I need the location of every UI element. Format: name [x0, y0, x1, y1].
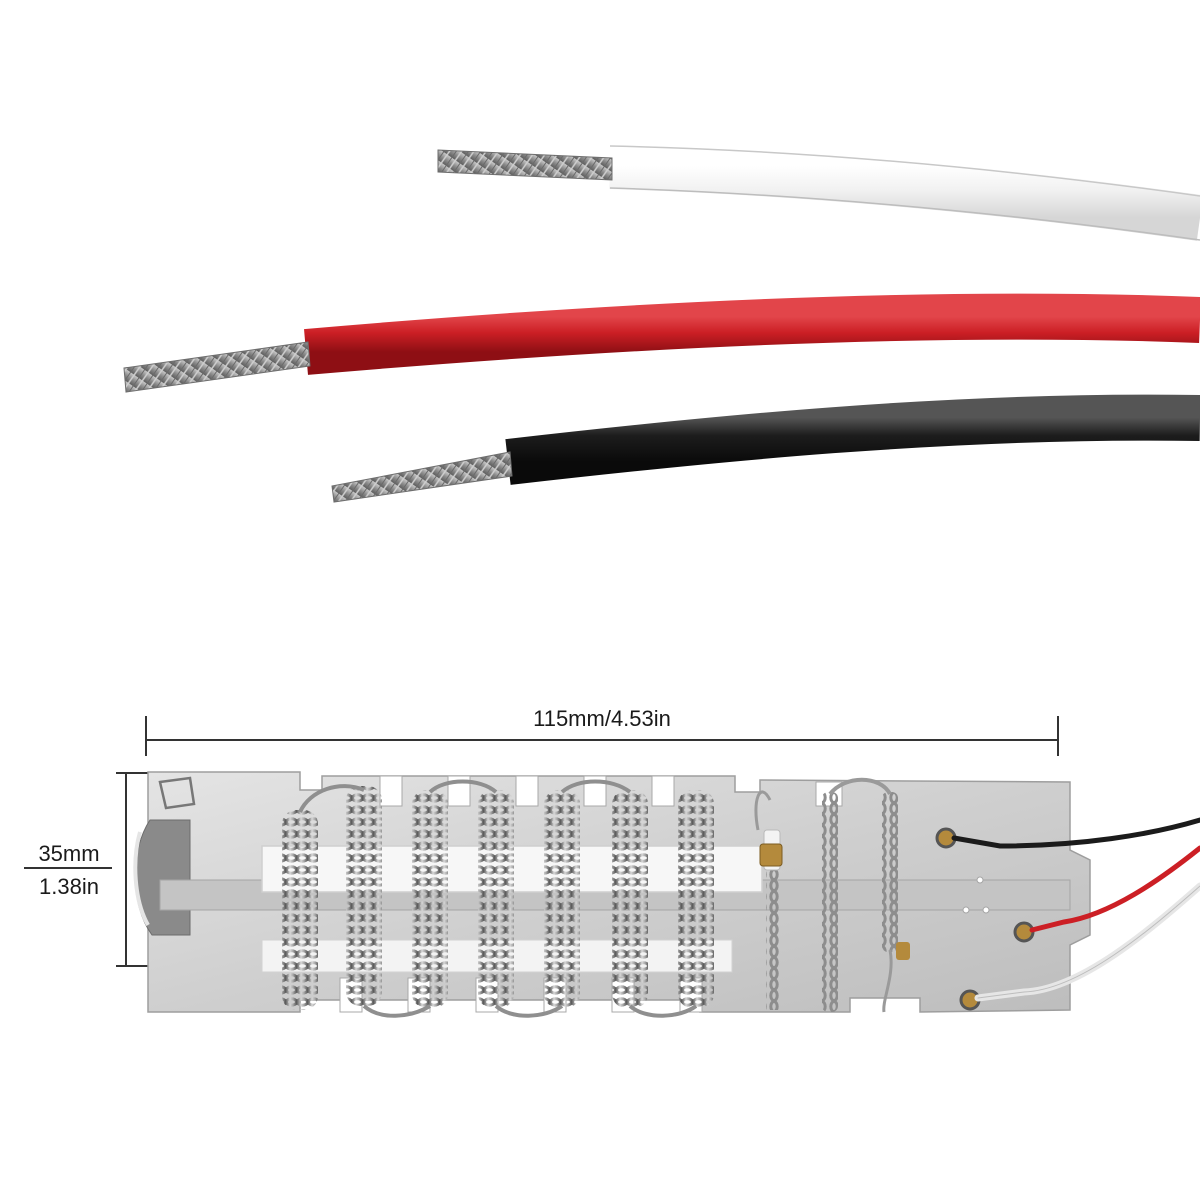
red-wire	[123, 293, 1200, 393]
black-wire-strands	[331, 451, 513, 503]
wires	[123, 143, 1200, 503]
red-wire-strands	[123, 341, 311, 393]
terminals	[935, 827, 1035, 1011]
black-wire	[331, 394, 1200, 503]
heating-element	[133, 771, 1200, 1018]
lead-wires	[951, 817, 1200, 1002]
terminal-2	[1013, 921, 1035, 943]
height-dimension-label-mm: 35mm	[38, 841, 100, 866]
thin-coils	[754, 777, 898, 1013]
brass-crimp	[759, 843, 783, 867]
dimension-lines	[24, 716, 1059, 967]
length-dimension-label: 115mm/4.53in	[533, 706, 671, 731]
heating-coils	[282, 779, 714, 1018]
height-dimension-label-in: 1.38in	[39, 874, 99, 899]
white-wire	[437, 143, 1200, 241]
white-wire-strands	[437, 149, 613, 181]
